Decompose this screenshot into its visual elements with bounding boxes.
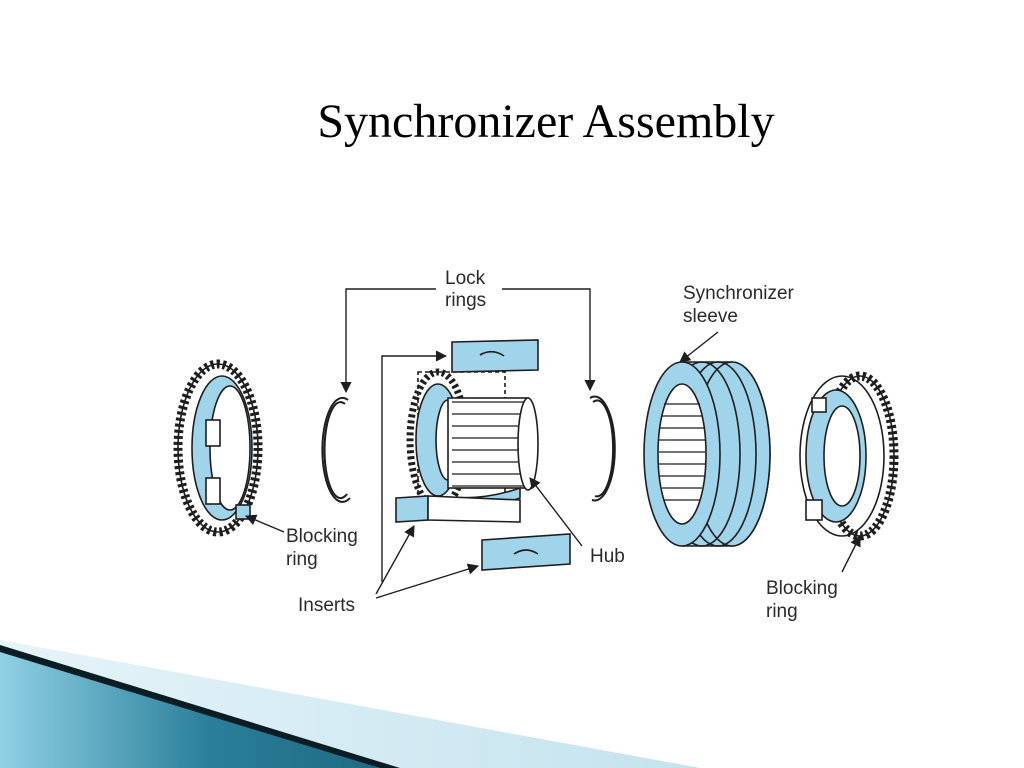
- left-blocking-ring: [173, 359, 263, 537]
- label-lock-rings-line1: Lock: [445, 268, 486, 289]
- insert-top: [451, 339, 539, 373]
- label-blocking-left-line1: Blocking: [286, 526, 358, 547]
- leader-lines: [244, 288, 861, 599]
- blocking-left-leader: [244, 514, 285, 533]
- diagram-labels: Lock rings Synchronizer sleeve Blocking …: [286, 268, 838, 622]
- hub-leader: [529, 477, 583, 547]
- inserts-leader-1: [375, 525, 415, 595]
- label-blocking-right-line2: ring: [766, 601, 798, 622]
- hub-inserts-bracket: [381, 350, 448, 582]
- synchronizer-sleeve: [643, 361, 771, 547]
- label-sleeve-line1: Synchronizer: [683, 283, 795, 304]
- inserts-leader-2: [375, 563, 480, 599]
- left-lock-ring: [321, 396, 351, 503]
- label-sleeve-line2: sleeve: [683, 306, 738, 327]
- footer-dark-stripe: [0, 645, 400, 768]
- blocking-right-leader: [841, 534, 861, 573]
- label-blocking-right-line1: Blocking: [766, 578, 838, 599]
- hub: [406, 368, 539, 512]
- sleeve-leader: [679, 331, 719, 363]
- label-inserts: Inserts: [298, 595, 355, 616]
- lock-rings-leader-left: [340, 288, 436, 394]
- label-hub: Hub: [590, 546, 625, 567]
- label-blocking-left-line2: ring: [286, 549, 318, 570]
- right-blocking-ring: [799, 371, 899, 541]
- label-lock-rings-line2: rings: [445, 290, 486, 311]
- right-lock-ring: [589, 395, 616, 502]
- insert-left: [395, 495, 521, 523]
- insert-bottom: [481, 533, 571, 571]
- lock-rings-leader-right: [502, 288, 596, 392]
- slide-title: Synchronizer Assembly: [317, 95, 775, 148]
